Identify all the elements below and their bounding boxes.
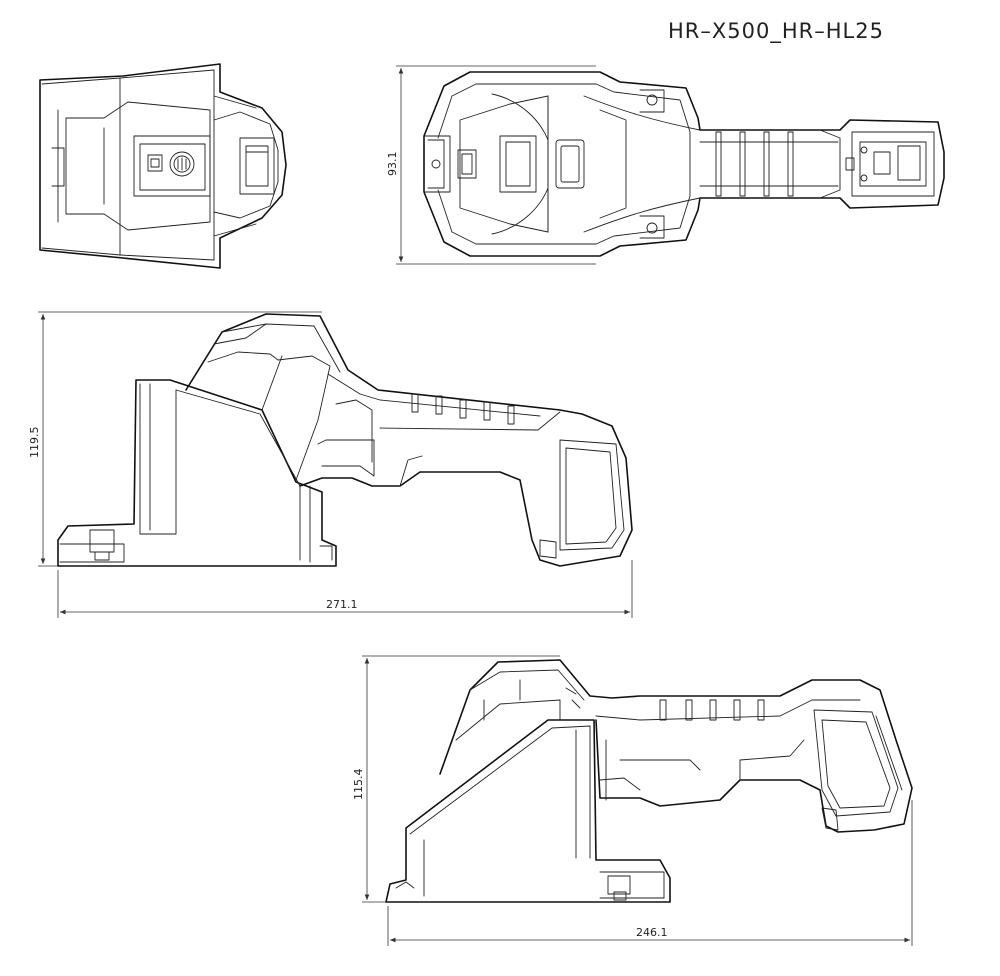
cradle-top-view bbox=[39, 63, 287, 269]
dimension-side-left-height: 119.5 bbox=[28, 311, 322, 567]
dimension-label-271-1: 271.1 bbox=[326, 598, 358, 611]
dimension-side-left-width: 271.1 bbox=[57, 560, 633, 618]
dimension-label-115-4: 115.4 bbox=[352, 769, 365, 801]
dimension-label-246-1: 246.1 bbox=[636, 926, 668, 939]
drawing-title: HR–X500_HR–HL25 bbox=[668, 19, 884, 44]
assembly-top-view bbox=[423, 71, 945, 257]
dimension-top-view-height: 93.1 bbox=[386, 65, 596, 265]
dimension-side-right-height: 115.4 bbox=[352, 655, 560, 903]
dimension-label-93-1: 93.1 bbox=[386, 152, 399, 177]
dimension-side-right-width: 246.1 bbox=[387, 800, 913, 946]
assembly-side-view-left bbox=[57, 313, 633, 567]
dimension-label-119-5: 119.5 bbox=[28, 427, 41, 459]
assembly-side-view-right bbox=[385, 659, 913, 903]
